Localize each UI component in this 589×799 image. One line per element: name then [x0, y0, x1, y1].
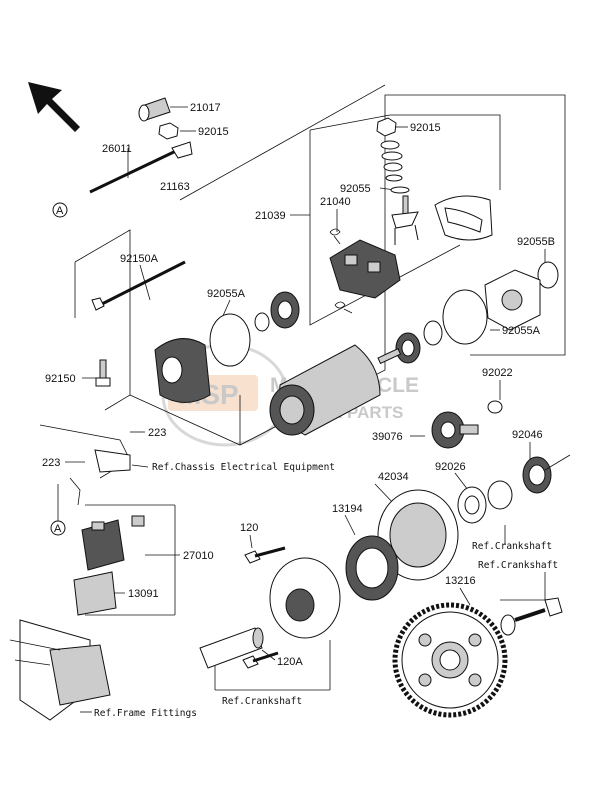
label-92055B: 92055B — [517, 236, 555, 248]
label-39076: 39076 — [372, 431, 403, 443]
label-21039: 21039 — [255, 210, 286, 222]
front-cover — [154, 338, 211, 403]
part-drawings — [9, 97, 571, 721]
ref-crankshaft-2: Ref.Crankshaft — [478, 560, 558, 571]
label-27010: 27010 — [183, 550, 214, 562]
callout-circle-a-top — [52, 202, 68, 218]
ref-crankshaft-3: Ref.Crankshaft — [222, 696, 302, 707]
ref-frame-fittings: Ref.Frame Fittings — [94, 708, 197, 719]
group-outlines — [74, 84, 566, 446]
label-42034: 42034 — [378, 471, 409, 483]
starter-relay — [81, 519, 125, 571]
label-92150A: 92150A — [120, 253, 159, 265]
label-21017: 21017 — [190, 102, 221, 114]
label-13194: 13194 — [332, 503, 363, 515]
direction-arrow-icon — [28, 82, 80, 132]
label-13216: 13216 — [445, 575, 476, 587]
crankshaft-end — [199, 627, 263, 669]
label-92026: 92026 — [435, 461, 466, 473]
label-21040: 21040 — [320, 196, 351, 208]
label-92015-right: 92015 — [410, 122, 441, 134]
ref-crankshaft-1: Ref.Crankshaft — [472, 541, 552, 552]
label-92046: 92046 — [512, 429, 543, 441]
leader-lines — [57, 106, 546, 713]
label-92055A-right: 92055A — [502, 325, 541, 337]
label-223-top: 223 — [148, 427, 166, 439]
reference-labels: Ref.Chassis Electrical Equipment Ref.Cra… — [94, 462, 558, 719]
o-ring-92055A-right — [442, 289, 488, 345]
washer-92022 — [487, 400, 503, 414]
label-26011: 26011 — [102, 143, 132, 155]
nut-92015-right — [376, 117, 397, 137]
callout-a-top-label: A — [56, 205, 64, 217]
label-21163: 21163 — [160, 181, 190, 193]
callout-a-group: A A — [50, 202, 68, 536]
brush-spring — [329, 228, 341, 245]
label-120: 120 — [240, 522, 258, 534]
callout-a-bottom-label: A — [54, 523, 62, 535]
label-92022: 92022 — [482, 367, 513, 379]
o-ring-92055B — [537, 261, 559, 289]
label-92150: 92150 — [45, 373, 76, 385]
label-92015-left: 92015 — [198, 126, 229, 138]
label-92055A-left: 92055A — [207, 288, 246, 300]
relay-cover — [73, 571, 117, 616]
part-labels: 21017 92015 26011 92015 21163 92055 2103… — [42, 102, 555, 668]
callout-circle-a-bottom — [50, 520, 66, 536]
label-223-left: 223 — [42, 457, 60, 469]
o-ring-92055A-left — [209, 313, 251, 367]
label-120A: 120A — [277, 656, 303, 668]
ref-chassis-electrical: Ref.Chassis Electrical Equipment — [152, 462, 335, 473]
o-ring-92055 — [390, 186, 410, 194]
nut-92015-left — [158, 122, 179, 140]
starter-cable — [89, 148, 179, 194]
through-bolt — [99, 260, 186, 307]
label-13091: 13091 — [128, 588, 159, 600]
brush-holder — [329, 239, 401, 299]
label-92055: 92055 — [340, 183, 371, 195]
